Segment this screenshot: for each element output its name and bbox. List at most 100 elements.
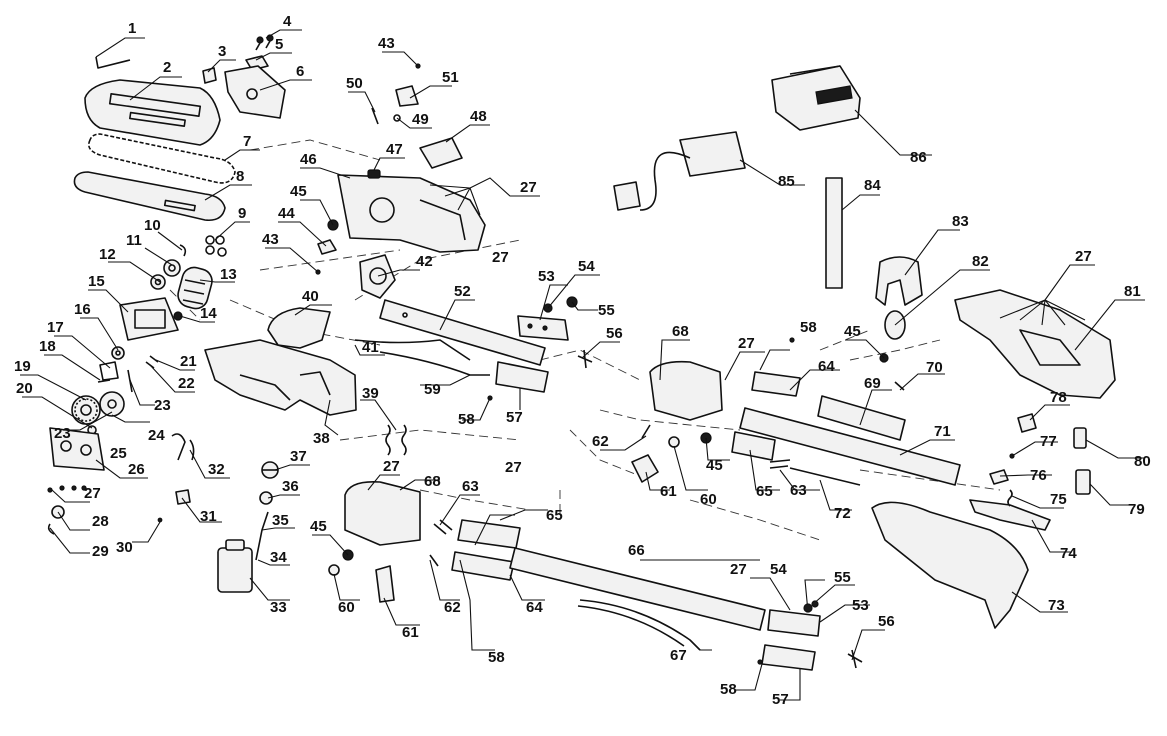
strap-part-84 [825, 177, 843, 289]
bracket-part-51 [395, 85, 419, 107]
chain-cover-part-2 [84, 79, 221, 146]
coupler-part-64 [451, 371, 801, 581]
callout-39: 39 [362, 385, 379, 402]
wing-nut-part-56 [577, 349, 593, 369]
callout-10: 10 [144, 217, 161, 234]
callout-64-b: 64 [526, 599, 543, 616]
callout-51: 51 [442, 69, 459, 86]
callout-52: 52 [454, 283, 471, 300]
trigger-part-74 [969, 499, 1051, 531]
callout-37: 37 [290, 448, 307, 465]
clip-part-29 [47, 523, 55, 535]
callout-21: 21 [180, 353, 197, 370]
callout-27-d: 27 [738, 335, 755, 352]
callout-19: 19 [14, 358, 31, 375]
callout-57-b: 57 [772, 691, 789, 708]
assembly-guide-lines [169, 139, 1001, 541]
guide-bar-part-8 [73, 171, 226, 222]
cover-plate-part-6 [224, 65, 286, 119]
lower-tube-part-66 [509, 547, 766, 631]
callout-63-a: 63 [790, 482, 807, 499]
callout-6: 6 [296, 63, 304, 80]
clamp-base-part-57 [495, 361, 549, 393]
callout-69: 69 [864, 375, 881, 392]
callout-27-b: 27 [520, 179, 537, 196]
sprocket-cover-part-42 [359, 254, 396, 299]
battery-pack-part-86 [771, 65, 861, 131]
callout-50: 50 [346, 75, 363, 92]
upper-tube-part-52 [379, 299, 546, 366]
callout-43-a: 43 [262, 231, 279, 248]
motor-part-13 [177, 266, 213, 310]
callout-40: 40 [302, 288, 319, 305]
callout-56-a: 56 [606, 325, 623, 342]
spring-part-32 [171, 433, 195, 461]
callout-22: 22 [178, 375, 195, 392]
callout-65-b: 65 [546, 507, 563, 524]
sprocket-part-24 [99, 391, 125, 417]
motor-housing-part-46 [337, 174, 486, 253]
oil-pipe-part-34-35 [255, 511, 269, 561]
bolt-part-50 [371, 107, 379, 125]
callout-8: 8 [236, 168, 244, 185]
callout-34: 34 [270, 549, 287, 566]
callout-41: 41 [362, 339, 379, 356]
callout-66: 66 [628, 542, 645, 559]
spring-part-75 [1007, 489, 1013, 507]
wing-nut-part-56-lower [847, 649, 863, 669]
oil-cap-part-36 [259, 491, 273, 505]
trigger-cover-part-40 [267, 307, 331, 349]
callout-58-c: 58 [720, 681, 737, 698]
callout-11: 11 [126, 232, 142, 249]
callout-84: 84 [864, 177, 881, 194]
callout-27-h: 27 [1075, 248, 1092, 265]
callout-62-b: 62 [444, 599, 461, 616]
callout-75: 75 [1050, 491, 1067, 508]
callout-55-b: 55 [834, 569, 851, 586]
hex-key-part-1 [95, 56, 131, 69]
callout-57-a: 57 [506, 409, 523, 426]
saw-chain-part-7 [87, 133, 236, 184]
callout-23-a: 23 [154, 397, 171, 414]
callout-24: 24 [148, 427, 165, 444]
callout-31: 31 [200, 508, 217, 525]
callout-62-a: 62 [592, 433, 609, 450]
callout-27-c: 27 [492, 249, 509, 266]
callout-9: 9 [238, 205, 246, 222]
callout-2: 2 [163, 59, 171, 76]
callout-4: 4 [283, 13, 292, 30]
callout-17: 17 [47, 319, 64, 336]
callout-53-a: 53 [538, 268, 555, 285]
callout-12: 12 [99, 246, 116, 263]
callout-86: 86 [910, 149, 927, 166]
callout-47: 47 [386, 141, 403, 158]
callout-1: 1 [128, 20, 136, 37]
callout-14: 14 [200, 305, 217, 322]
callout-71: 71 [934, 423, 951, 440]
clip-part-10 [179, 244, 187, 257]
callout-numbers: 1 2 3 4 5 6 7 8 9 10 11 12 13 14 15 16 1… [14, 13, 1151, 708]
callout-58-d: 58 [800, 319, 817, 336]
oil-tank-part-33 [217, 539, 253, 593]
callout-60-a: 60 [700, 491, 717, 508]
switch-part-80 [1073, 427, 1087, 449]
block-part-44 [317, 239, 337, 255]
callout-55-a: 55 [598, 302, 615, 319]
clamp-part-53-lower [767, 600, 821, 637]
screws-part-27-left [47, 485, 87, 493]
grip-tube-part-69 [817, 395, 906, 441]
wire-part-41 [354, 339, 471, 361]
callout-44: 44 [278, 205, 295, 222]
callout-56-b: 56 [878, 613, 895, 630]
callout-27-f: 27 [505, 459, 522, 476]
hook-part-83 [875, 256, 923, 306]
screw-part-70 [894, 381, 905, 391]
clamp-base-part-57-lower [761, 644, 816, 671]
main-handle-housing-part-38 [204, 339, 357, 416]
callout-20: 20 [16, 380, 33, 397]
callout-67: 67 [670, 647, 687, 664]
coupler-part-65 [457, 431, 776, 549]
washer-part-16 [111, 346, 125, 360]
callout-80: 80 [1134, 453, 1151, 470]
